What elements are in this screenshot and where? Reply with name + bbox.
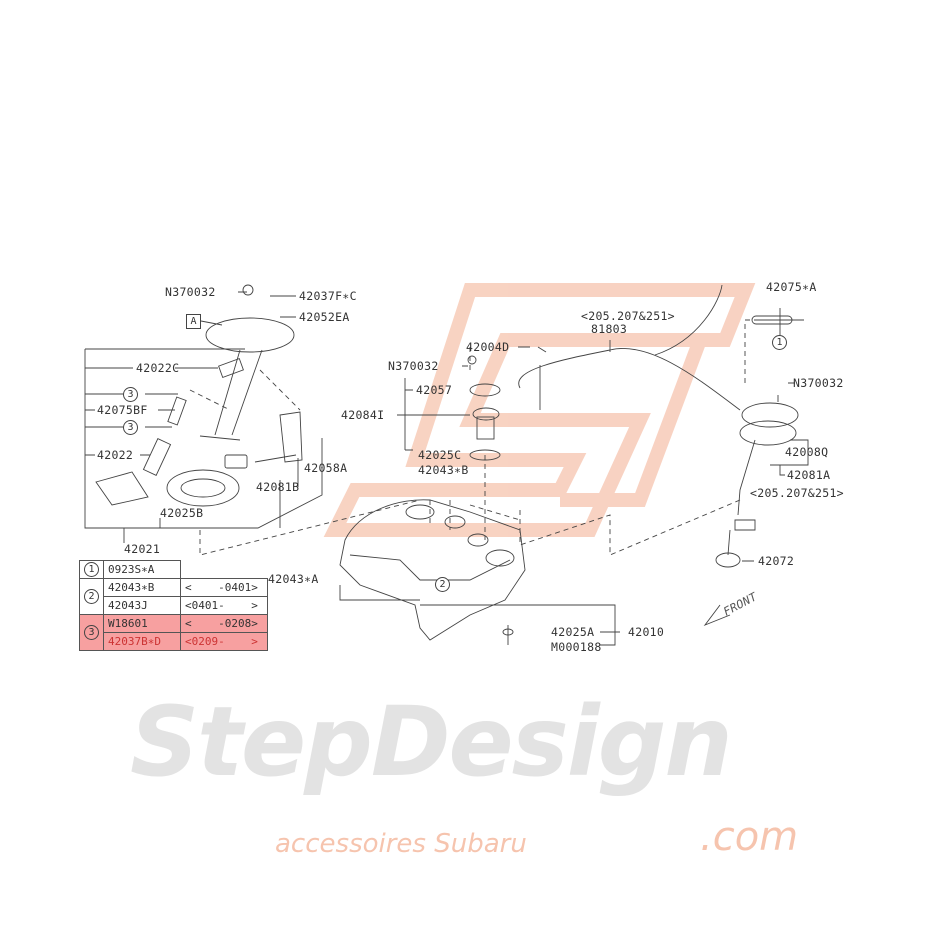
table-row: 3 W18601 < -0208> xyxy=(79,614,268,651)
ref-circle-1: 1 xyxy=(772,335,787,350)
label-42022c: 42022C xyxy=(136,361,180,375)
label-42052ea: 42052EA xyxy=(299,310,350,324)
ref-circle-3: 3 xyxy=(84,625,99,640)
label-42025b: 42025B xyxy=(160,506,204,520)
label-model-code: <205.207&251> xyxy=(750,486,844,500)
ref-circle-3: 3 xyxy=(123,387,138,402)
label-42037fc: 42037F∗C xyxy=(299,289,357,303)
date-range: <0401- > xyxy=(180,596,268,615)
table-row: 42037B∗D <0209- > xyxy=(80,632,268,651)
part-number: 42043J xyxy=(103,596,181,615)
label-42081b: 42081B xyxy=(256,480,300,494)
label-42075a: 42075∗A xyxy=(766,280,817,294)
part-number: 42037B∗D xyxy=(103,632,181,651)
label-42021: 42021 xyxy=(124,542,161,556)
part-number: W18601 xyxy=(103,614,181,633)
label-42057: 42057 xyxy=(416,383,453,397)
label-n370032: N370032 xyxy=(793,376,844,390)
label-42081a: 42081A xyxy=(787,468,831,482)
label-42072: 42072 xyxy=(758,554,795,568)
reference-table: 1 0923S∗A 2 42043∗B < -0401> 42043J <040… xyxy=(79,560,268,651)
label-m000188: M000188 xyxy=(551,640,602,654)
label-42022: 42022 xyxy=(97,448,134,462)
ref-circle-1: 1 xyxy=(84,562,99,577)
watermark-tagline: accessoires Subaru xyxy=(275,829,527,859)
label-42075bf: 42075BF xyxy=(97,403,148,417)
ref-circle-2: 2 xyxy=(435,577,450,592)
ref-circle-3: 3 xyxy=(123,420,138,435)
label-42058a: 42058A xyxy=(304,461,348,475)
table-row: 42043J <0401- > xyxy=(80,596,268,615)
label-81803: 81803 xyxy=(591,322,628,336)
label-n370032: N370032 xyxy=(165,285,216,299)
watermark-brand: StepDesign xyxy=(130,686,733,798)
label-n370032: N370032 xyxy=(388,359,439,373)
ref-box-a: A xyxy=(186,314,201,329)
label-42025c: 42025C xyxy=(418,448,462,462)
table-row: 1 0923S∗A xyxy=(79,560,268,579)
watermark-domain: .com xyxy=(700,814,799,860)
part-number: 42043∗B xyxy=(103,578,181,597)
label-42025a: 42025A xyxy=(551,625,595,639)
table-row: 2 42043∗B < -0401> xyxy=(79,578,268,615)
label-42004d: 42004D xyxy=(466,340,510,354)
date-range: < -0208> xyxy=(180,614,268,633)
date-range: <0209- > xyxy=(180,632,268,651)
ref-circle-2: 2 xyxy=(84,589,99,604)
label-42043b: 42043∗B xyxy=(418,463,469,477)
label-42008q: 42008Q xyxy=(785,445,829,459)
label-42043a: 42043∗A xyxy=(268,572,319,586)
date-range: < -0401> xyxy=(180,578,268,597)
part-number: 0923S∗A xyxy=(103,560,181,579)
label-42010: 42010 xyxy=(628,625,665,639)
label-model-code: <205.207&251> xyxy=(581,309,675,323)
label-42084i: 42084I xyxy=(341,408,385,422)
